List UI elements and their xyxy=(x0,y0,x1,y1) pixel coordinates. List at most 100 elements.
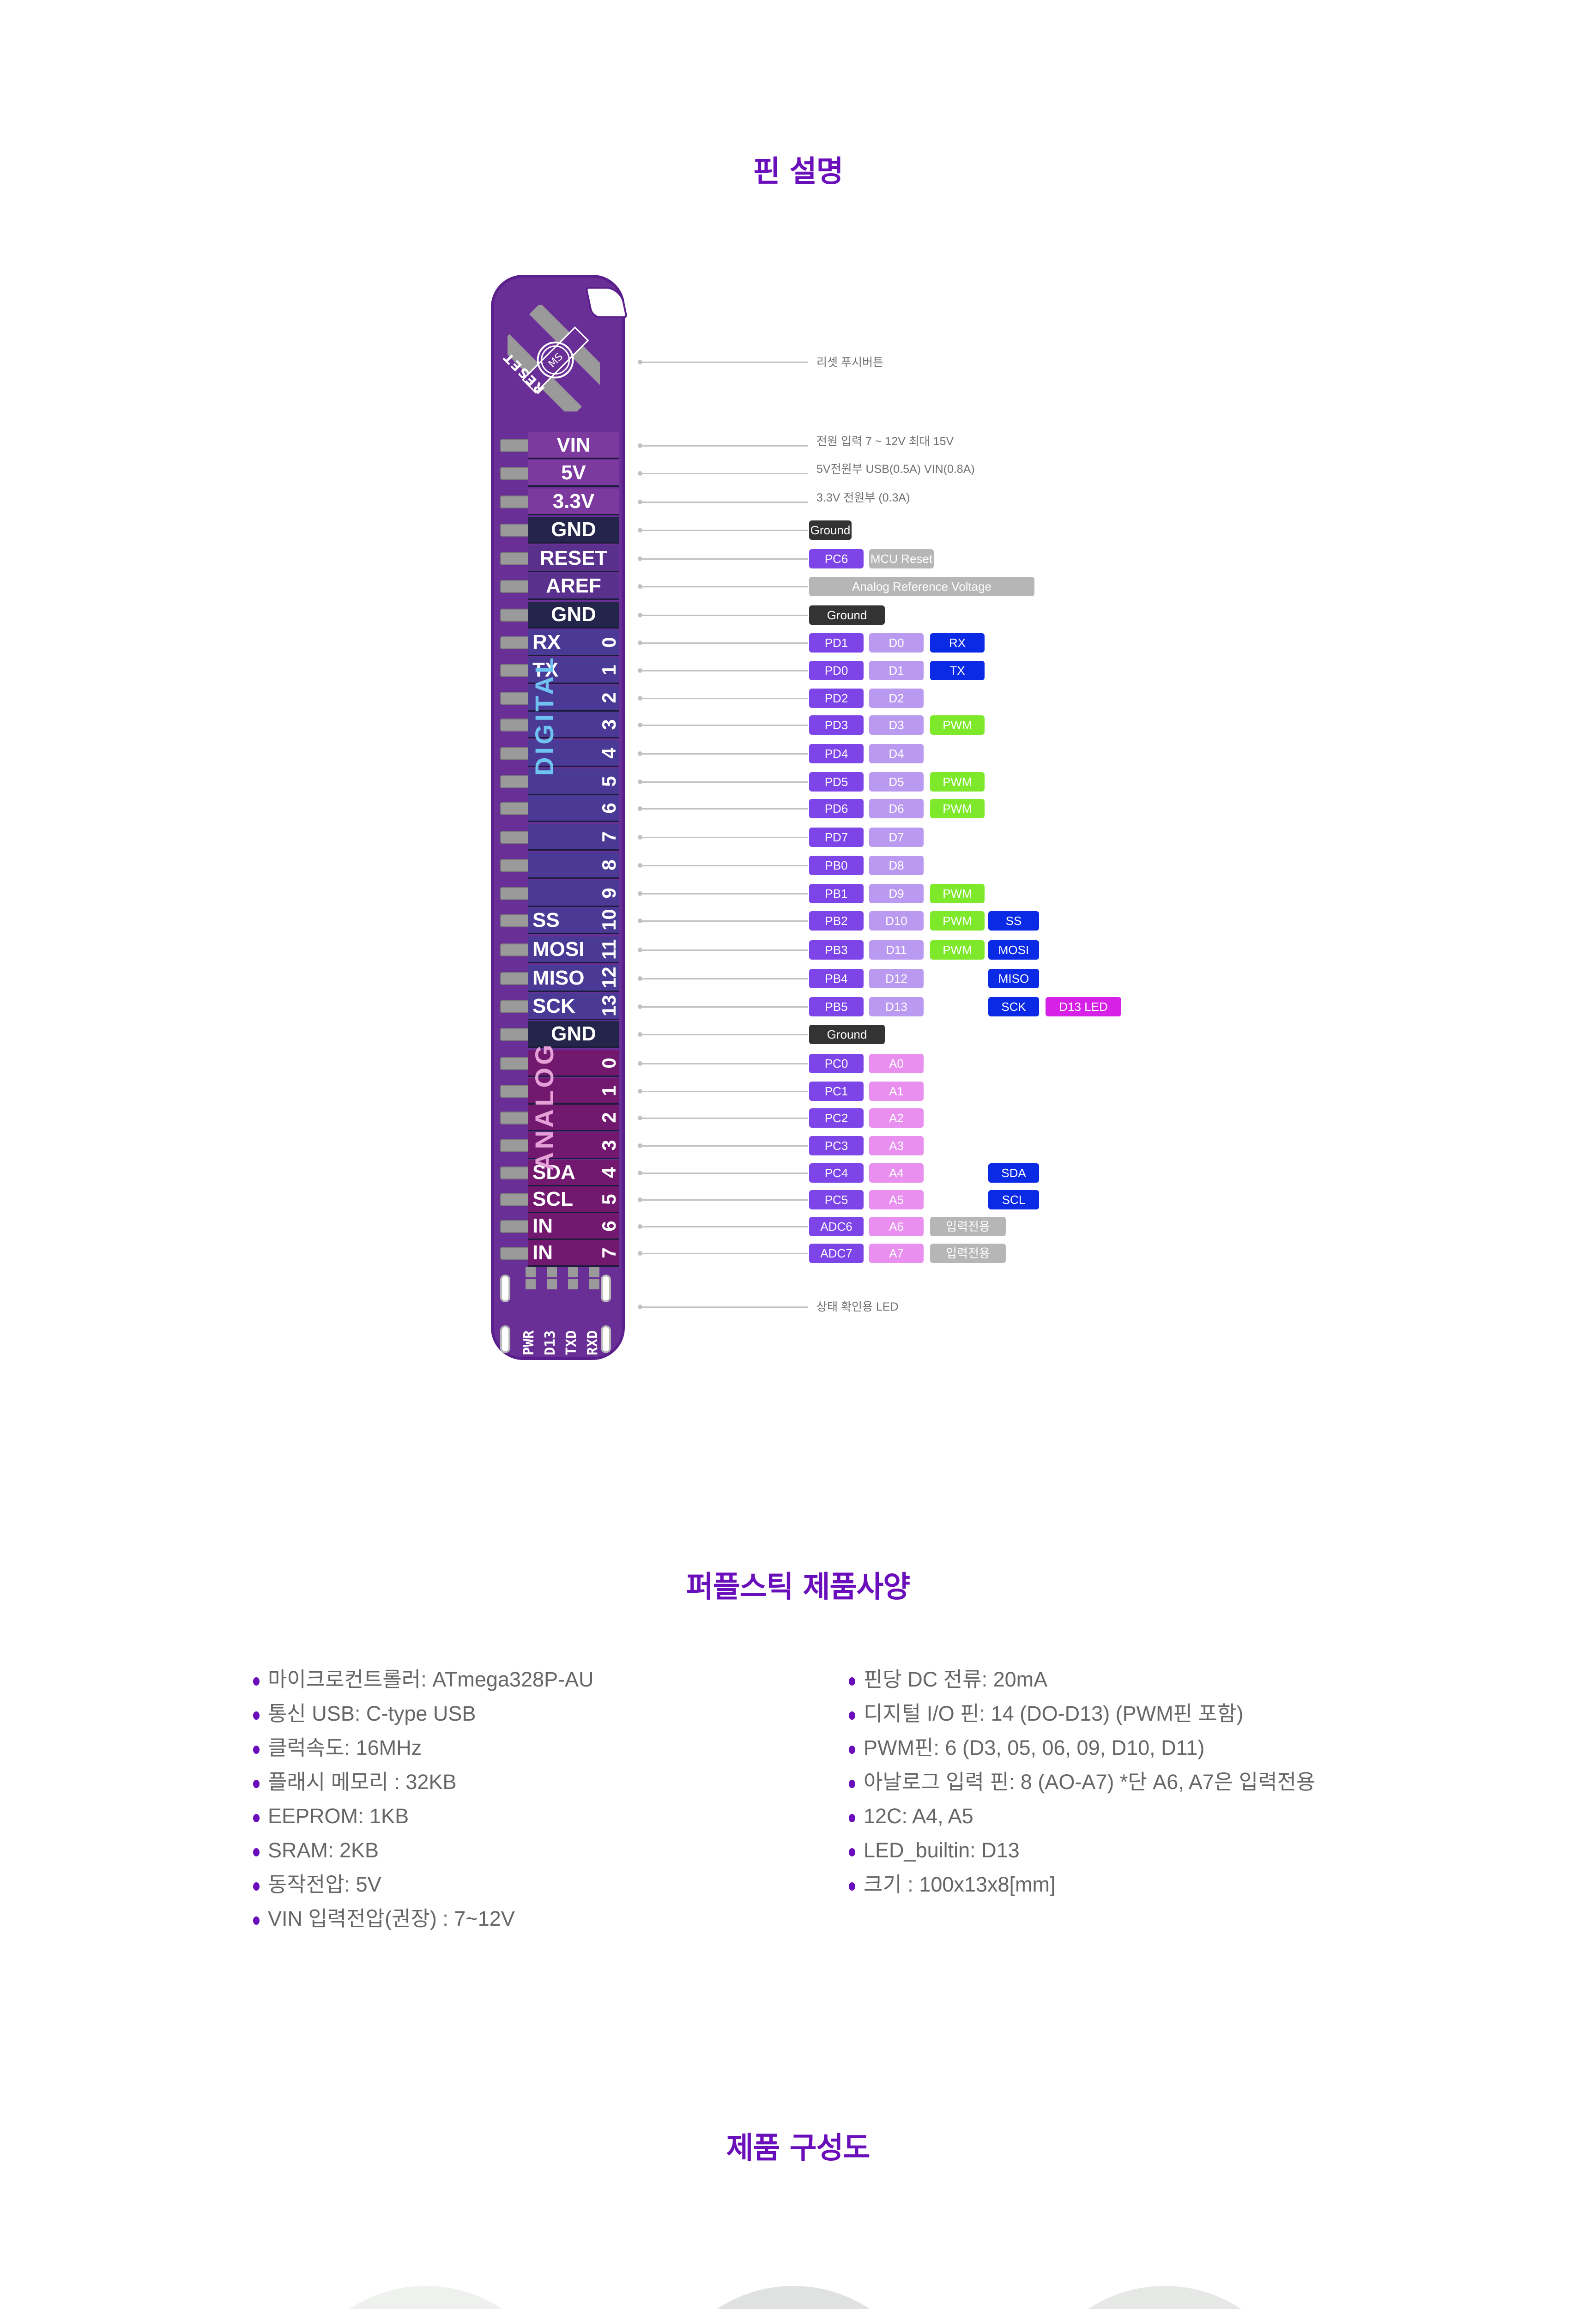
pin-label-tx-1: TX 1 xyxy=(528,657,620,684)
pin-header-pad xyxy=(500,496,534,508)
spec-item: SRAM: 2KB xyxy=(253,1833,594,1868)
leader-line xyxy=(638,1171,808,1175)
badge-port: PB4 xyxy=(809,969,864,988)
status-led-note: 상태 확인용 LED xyxy=(816,1300,899,1313)
badge-comm: TX xyxy=(930,661,985,680)
badge-port: PD1 xyxy=(809,633,864,653)
pin-number: 4 xyxy=(598,747,620,759)
pin-number: 1 xyxy=(598,664,620,676)
pin-name: 5V xyxy=(561,461,586,484)
pin-header-pad xyxy=(500,1057,534,1070)
pin-number: 2 xyxy=(598,1112,620,1123)
pin-header-pad xyxy=(500,914,534,927)
header-pin-photo xyxy=(655,2286,932,2309)
pin-number: 4 xyxy=(598,1167,620,1178)
badge-port: ADC6 xyxy=(809,1217,864,1236)
badge-comm: SDA xyxy=(988,1163,1039,1183)
spec-item: 클럭속도: 16MHz xyxy=(253,1731,594,1765)
pin-header-pad xyxy=(500,609,534,622)
badge-port: PD3 xyxy=(809,715,864,735)
badge-dig: D12 xyxy=(869,969,924,988)
pin-header-pad xyxy=(500,802,534,815)
badge-dig: D8 xyxy=(869,856,924,875)
led-pad-icon xyxy=(526,1279,536,1289)
badge-port: PD6 xyxy=(809,799,864,818)
led-pad-icon xyxy=(568,1279,578,1289)
pin-number: 2 xyxy=(598,692,620,703)
pin-label-mosi-11: MOSI 11 xyxy=(528,937,620,963)
led-pad-icon xyxy=(589,1279,599,1289)
pin-header-pad xyxy=(500,775,534,788)
leader-line xyxy=(638,891,808,896)
badge-dig: D2 xyxy=(869,689,924,708)
badge-ana: A2 xyxy=(869,1108,924,1128)
pin-name: SDA xyxy=(532,1161,575,1184)
pin-label-gnd: GND xyxy=(528,517,619,544)
badge-pwm: PWM xyxy=(930,940,985,960)
badge-gnd: Ground xyxy=(809,520,852,540)
status-led-rxd xyxy=(585,1265,604,1291)
badge-comm: SS xyxy=(988,911,1039,931)
leader-line xyxy=(638,948,808,952)
pin-header-pad xyxy=(500,972,534,985)
leader-line xyxy=(638,919,808,923)
reset-button-note: 리셋 푸시버튼 xyxy=(816,356,883,369)
badge-gray: 입력전용 xyxy=(930,1244,1006,1263)
pin-number: 5 xyxy=(598,1193,620,1205)
pin-label-pin-2: 2 xyxy=(528,1105,620,1131)
pin-number: 9 xyxy=(598,887,620,899)
pin-label-pin-6: 6 xyxy=(528,795,620,822)
pin-header-pad xyxy=(500,1085,534,1098)
specs-section-title: 퍼플스틱 제품사양 xyxy=(686,1570,910,1604)
pin-note: 3.3V 전원부 (0.3A) xyxy=(816,491,910,504)
led-pad-icon xyxy=(526,1267,536,1277)
badge-dig: D13 xyxy=(869,997,924,1016)
leader-line xyxy=(638,976,808,981)
pin-label-pin-3: 3 xyxy=(528,712,620,738)
pin-label-pin-1: 1 xyxy=(528,1078,620,1105)
pin-name: TX xyxy=(532,658,559,681)
pin-number: 0 xyxy=(598,1057,620,1069)
spec-list-left: 마이크로컨트롤러: ATmega328P-AU 통신 USB: C-type U… xyxy=(253,1662,594,1936)
leader-line xyxy=(638,556,808,561)
led-pad-icon xyxy=(547,1267,557,1277)
pin-number: 3 xyxy=(598,1139,620,1151)
leader-line xyxy=(638,528,808,532)
badge-comm: SCK xyxy=(988,997,1039,1016)
badge-port: PD4 xyxy=(809,744,864,763)
pin-header-pad xyxy=(500,1139,534,1152)
pin-label-scl-5: SCL 5 xyxy=(528,1186,620,1213)
badge-port: PB2 xyxy=(809,911,864,931)
pin-name: MOSI xyxy=(532,937,585,961)
badge-port: PC3 xyxy=(809,1136,864,1155)
badge-gray: 입력전용 xyxy=(930,1217,1006,1236)
pin-name: MISO xyxy=(532,966,585,989)
leader-line xyxy=(638,1004,808,1009)
pin-header-pad xyxy=(500,1220,534,1233)
spec-item: 마이크로컨트롤러: ATmega328P-AU xyxy=(253,1662,594,1697)
pin-header-pad xyxy=(500,747,534,760)
leader-line xyxy=(638,751,808,756)
pin-header-pad xyxy=(500,943,534,956)
pin-name: SCL xyxy=(532,1187,573,1210)
leader-line xyxy=(638,835,808,840)
pin-header-pad xyxy=(500,1193,534,1206)
pin-header-pad xyxy=(500,1000,534,1013)
status-led-d13 xyxy=(543,1265,561,1291)
pin-label-33v: 3.3V xyxy=(528,489,619,515)
pin-number: 11 xyxy=(598,939,620,960)
spec-item: 크기 : 100x13x8[mm] xyxy=(849,1868,1315,1902)
leader-line xyxy=(638,613,808,617)
digital-vertical-label: DIGITAL xyxy=(530,655,559,776)
pin-header-pad xyxy=(500,636,534,649)
badge-port: PC5 xyxy=(809,1190,864,1209)
leader-line xyxy=(638,1061,808,1066)
mounting-slot xyxy=(601,1275,611,1302)
badge-ana: A7 xyxy=(869,1244,924,1263)
pin-header-pad xyxy=(500,664,534,677)
pin-number: 7 xyxy=(598,831,620,842)
leader-line xyxy=(638,500,808,504)
badge-ana: A4 xyxy=(869,1163,924,1183)
mounting-slot xyxy=(500,1325,510,1353)
mounting-slot xyxy=(601,1325,611,1353)
